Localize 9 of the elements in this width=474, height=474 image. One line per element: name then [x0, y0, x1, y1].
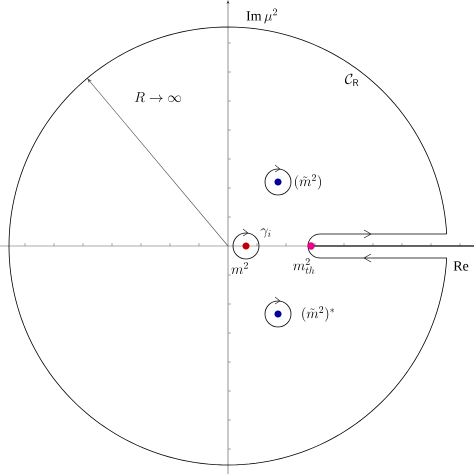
math-label: $\mathrm{Im}\,\mu^2$ — [246, 8, 277, 24]
math-label: $m^2$ — [231, 262, 248, 274]
math-label: $R \to \infty$ — [134, 92, 182, 102]
math-label: $(\tilde{m}^2)$ — [295, 174, 321, 190]
math-label: $m^2_{th}$ — [293, 258, 314, 274]
math-label: $(\tilde{m}^2)^*$ — [302, 306, 334, 322]
math-label: $\mathcal{C}_{\mathsf{R}}$ — [344, 74, 358, 86]
math-label: $\mathrm{Re}$ — [454, 261, 468, 271]
math-label: $\gamma_i$ — [260, 228, 271, 238]
